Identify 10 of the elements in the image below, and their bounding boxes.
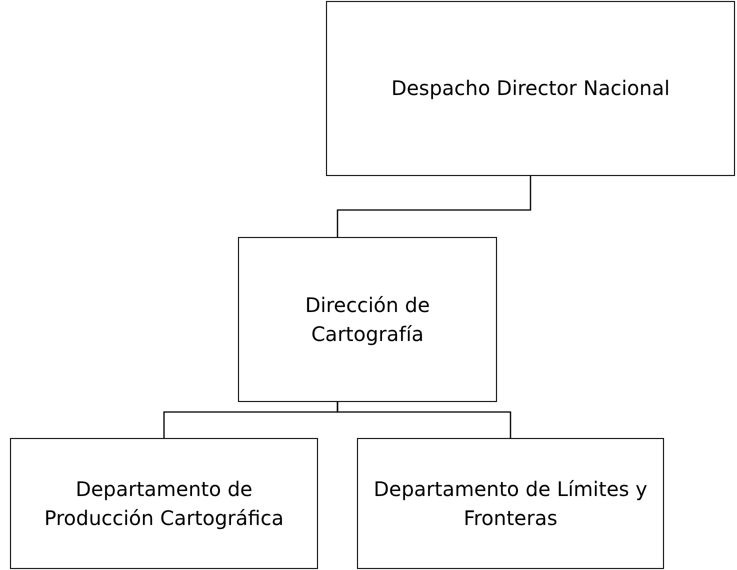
unit-name: Despacho Director Nacional [391, 75, 670, 102]
org-box [10, 438, 318, 569]
org-box [357, 438, 664, 569]
org-box [238, 237, 497, 402]
unit-name: Departamento de Límites y Fronteras [372, 476, 648, 532]
unit-name: Dirección de Cartografía [304, 292, 431, 348]
org-box [326, 1, 735, 176]
connector-line [336, 176, 532, 237]
connector-line [336, 402, 512, 438]
unit-name: Departamento de Producción Cartográfica [43, 476, 285, 532]
